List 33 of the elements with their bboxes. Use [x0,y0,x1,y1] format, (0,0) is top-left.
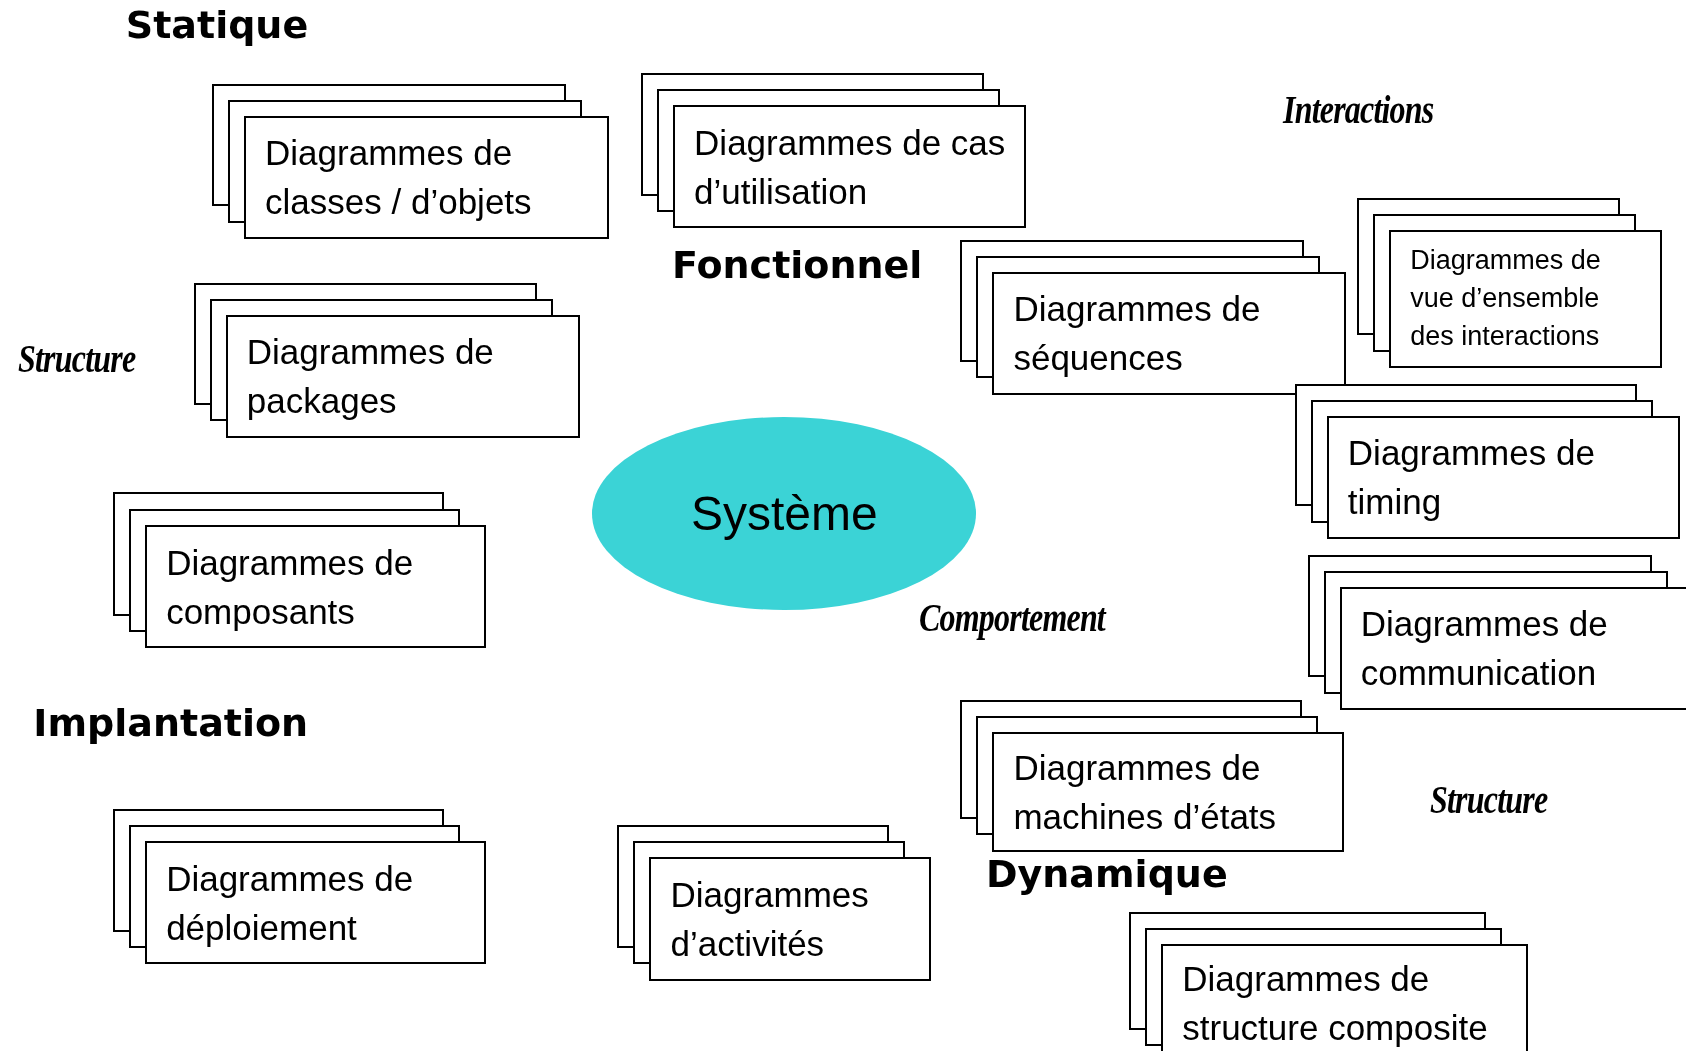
box-label: Diagrammes d’activités [670,873,870,965]
stacked-diagram-box [960,239,1347,395]
stacked-diagram-box [112,808,486,965]
stacked-diagram-box [1129,911,1528,1051]
stacked-diagram-box [193,282,580,438]
box-label: Diagrammes de déploiement [166,857,415,949]
box-label: Diagrammes de cas d’utilisation [694,121,1006,213]
box-label: Diagrammes de composants [166,541,415,633]
category-label: Dynamique [986,851,1228,896]
box-label: Diagrammes de classes / d’objets [265,132,533,224]
category-label: Structure [1430,776,1548,824]
stacked-diagram-box [617,824,932,981]
box-label: Diagrammes de machines d’états [1013,746,1278,838]
stacked-diagram-box [640,73,1026,228]
stacked-diagram-box [1294,383,1680,539]
stacked-diagram-box [112,492,486,649]
box-label: Diagrammes de vue d’ensemble des interactions [1410,244,1602,353]
box-label: Diagrammes de structure composite [1182,958,1489,1050]
category-label: Comportement [919,593,1106,641]
box-label: Diagrammes de séquences [1013,288,1262,380]
box-label: Diagrammes de communication [1360,603,1609,695]
stacked-diagram-box [1307,554,1686,710]
stacked-diagram-box [960,700,1345,852]
category-label: Fonctionnel [672,243,923,287]
box-label: Diagrammes de packages [246,331,495,423]
category-label: Implantation [33,701,309,746]
stacked-diagram-box [1356,197,1663,368]
stacked-diagram-box [211,83,609,239]
ellipse-label: Système [691,485,878,541]
box-label: Diagrammes de timing [1347,432,1596,524]
category-label: Statique [125,3,309,48]
category-label: Interactions [1282,86,1434,133]
category-label: Structure [18,335,136,383]
